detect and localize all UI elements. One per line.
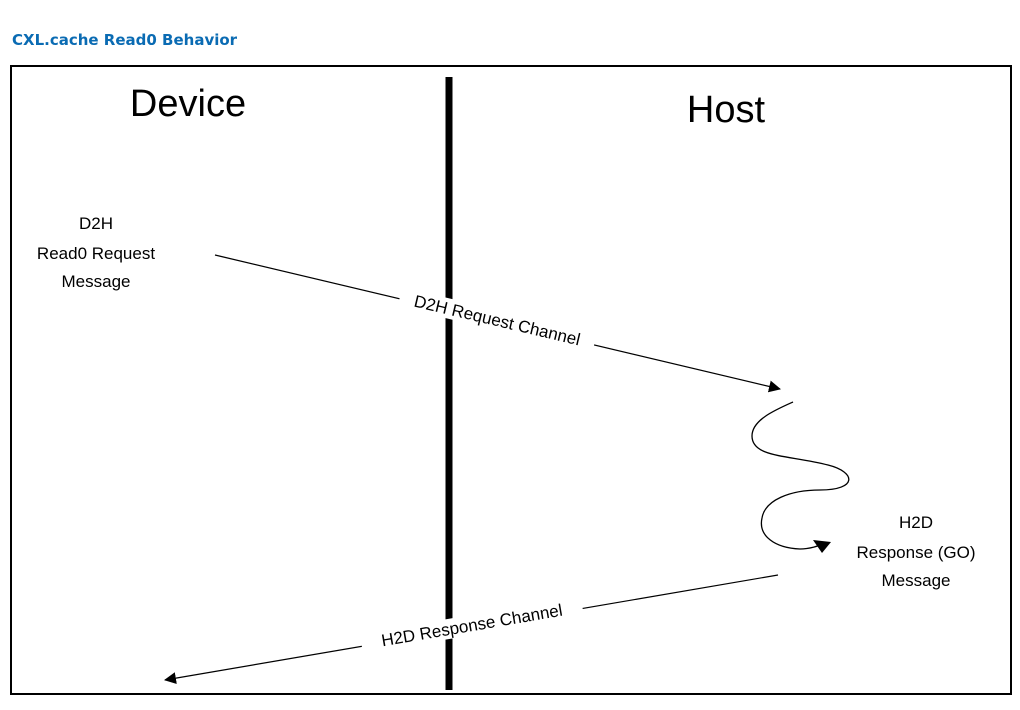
response-message-line1: H2D <box>899 513 933 532</box>
host-processing-squiggle <box>751 401 850 550</box>
request-message-line3: Message <box>62 272 131 291</box>
host-lane-label: Host <box>687 89 766 131</box>
request-message-line1: D2H <box>79 214 113 233</box>
figure-title: CXL.cache Read0 Behavior <box>12 31 238 49</box>
device-lane-label: Device <box>130 83 246 125</box>
h2d-response-channel-label-group: H2D Response Channel <box>359 596 584 654</box>
response-message-line2: Response (GO) <box>856 543 975 562</box>
response-message-label: H2D Response (GO) Message <box>856 513 975 590</box>
diagram-frame <box>10 65 1012 695</box>
response-message-line3: Message <box>882 571 951 590</box>
d2h-request-channel-label-group: D2H Request Channel <box>397 287 597 353</box>
h2d-response-channel-label: H2D Response Channel <box>380 601 564 651</box>
request-message-line2: Read0 Request <box>37 244 155 263</box>
request-message-label: D2H Read0 Request Message <box>37 214 155 291</box>
squiggle-arrowhead <box>813 540 831 553</box>
d2h-request-channel-label: D2H Request Channel <box>412 292 582 350</box>
